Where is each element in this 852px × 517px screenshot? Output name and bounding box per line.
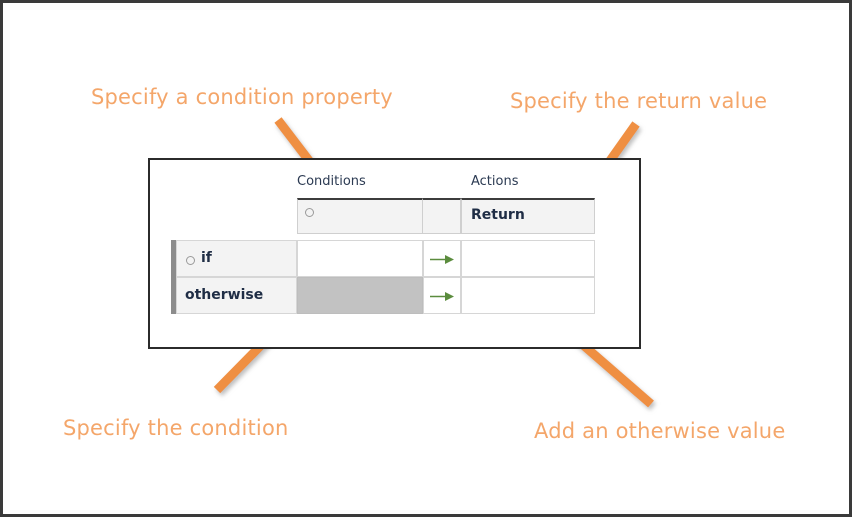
column-group-labels: Conditions Actions [150, 160, 639, 188]
table-header-row: Return [150, 198, 639, 234]
row-handle-if[interactable] [171, 240, 176, 277]
table-row: if [171, 240, 595, 277]
header-action-property-label: Return [471, 207, 525, 223]
circle-bullet-icon [186, 256, 195, 265]
arrow-cell-if [423, 240, 461, 277]
decision-table: Conditions Actions Return if [148, 158, 641, 349]
annotation-label-return-value: Specify the return value [510, 89, 768, 113]
header-condition-property-cell[interactable] [297, 198, 423, 234]
column-group-label-conditions: Conditions [297, 174, 366, 189]
annotation-label-condition-property: Specify a condition property [91, 85, 393, 109]
arrow-right-icon [430, 292, 454, 301]
condition-cell-if[interactable] [297, 240, 423, 277]
annotation-label-condition: Specify the condition [63, 416, 289, 440]
annotation-label-otherwise-value: Add an otherwise value [534, 419, 786, 443]
condition-cell-otherwise [297, 277, 423, 314]
arrow-cell-otherwise [423, 277, 461, 314]
action-cell-otherwise[interactable] [461, 277, 595, 314]
row-label-if: if [201, 250, 212, 266]
circle-bullet-icon [305, 208, 314, 217]
row-label-otherwise: otherwise [185, 287, 264, 303]
action-cell-if[interactable] [461, 240, 595, 277]
arrow-right-icon [430, 255, 454, 264]
header-action-property-cell[interactable]: Return [461, 198, 595, 234]
row-label-cell-otherwise[interactable]: otherwise [176, 277, 297, 314]
row-label-cell-if[interactable]: if [176, 240, 297, 277]
header-arrow-spacer-cell [423, 198, 461, 234]
figure-canvas: Specify a condition property Specify the… [3, 3, 849, 514]
row-handle-otherwise[interactable] [171, 277, 176, 314]
table-row: otherwise [171, 277, 595, 314]
column-group-label-actions: Actions [471, 174, 519, 189]
